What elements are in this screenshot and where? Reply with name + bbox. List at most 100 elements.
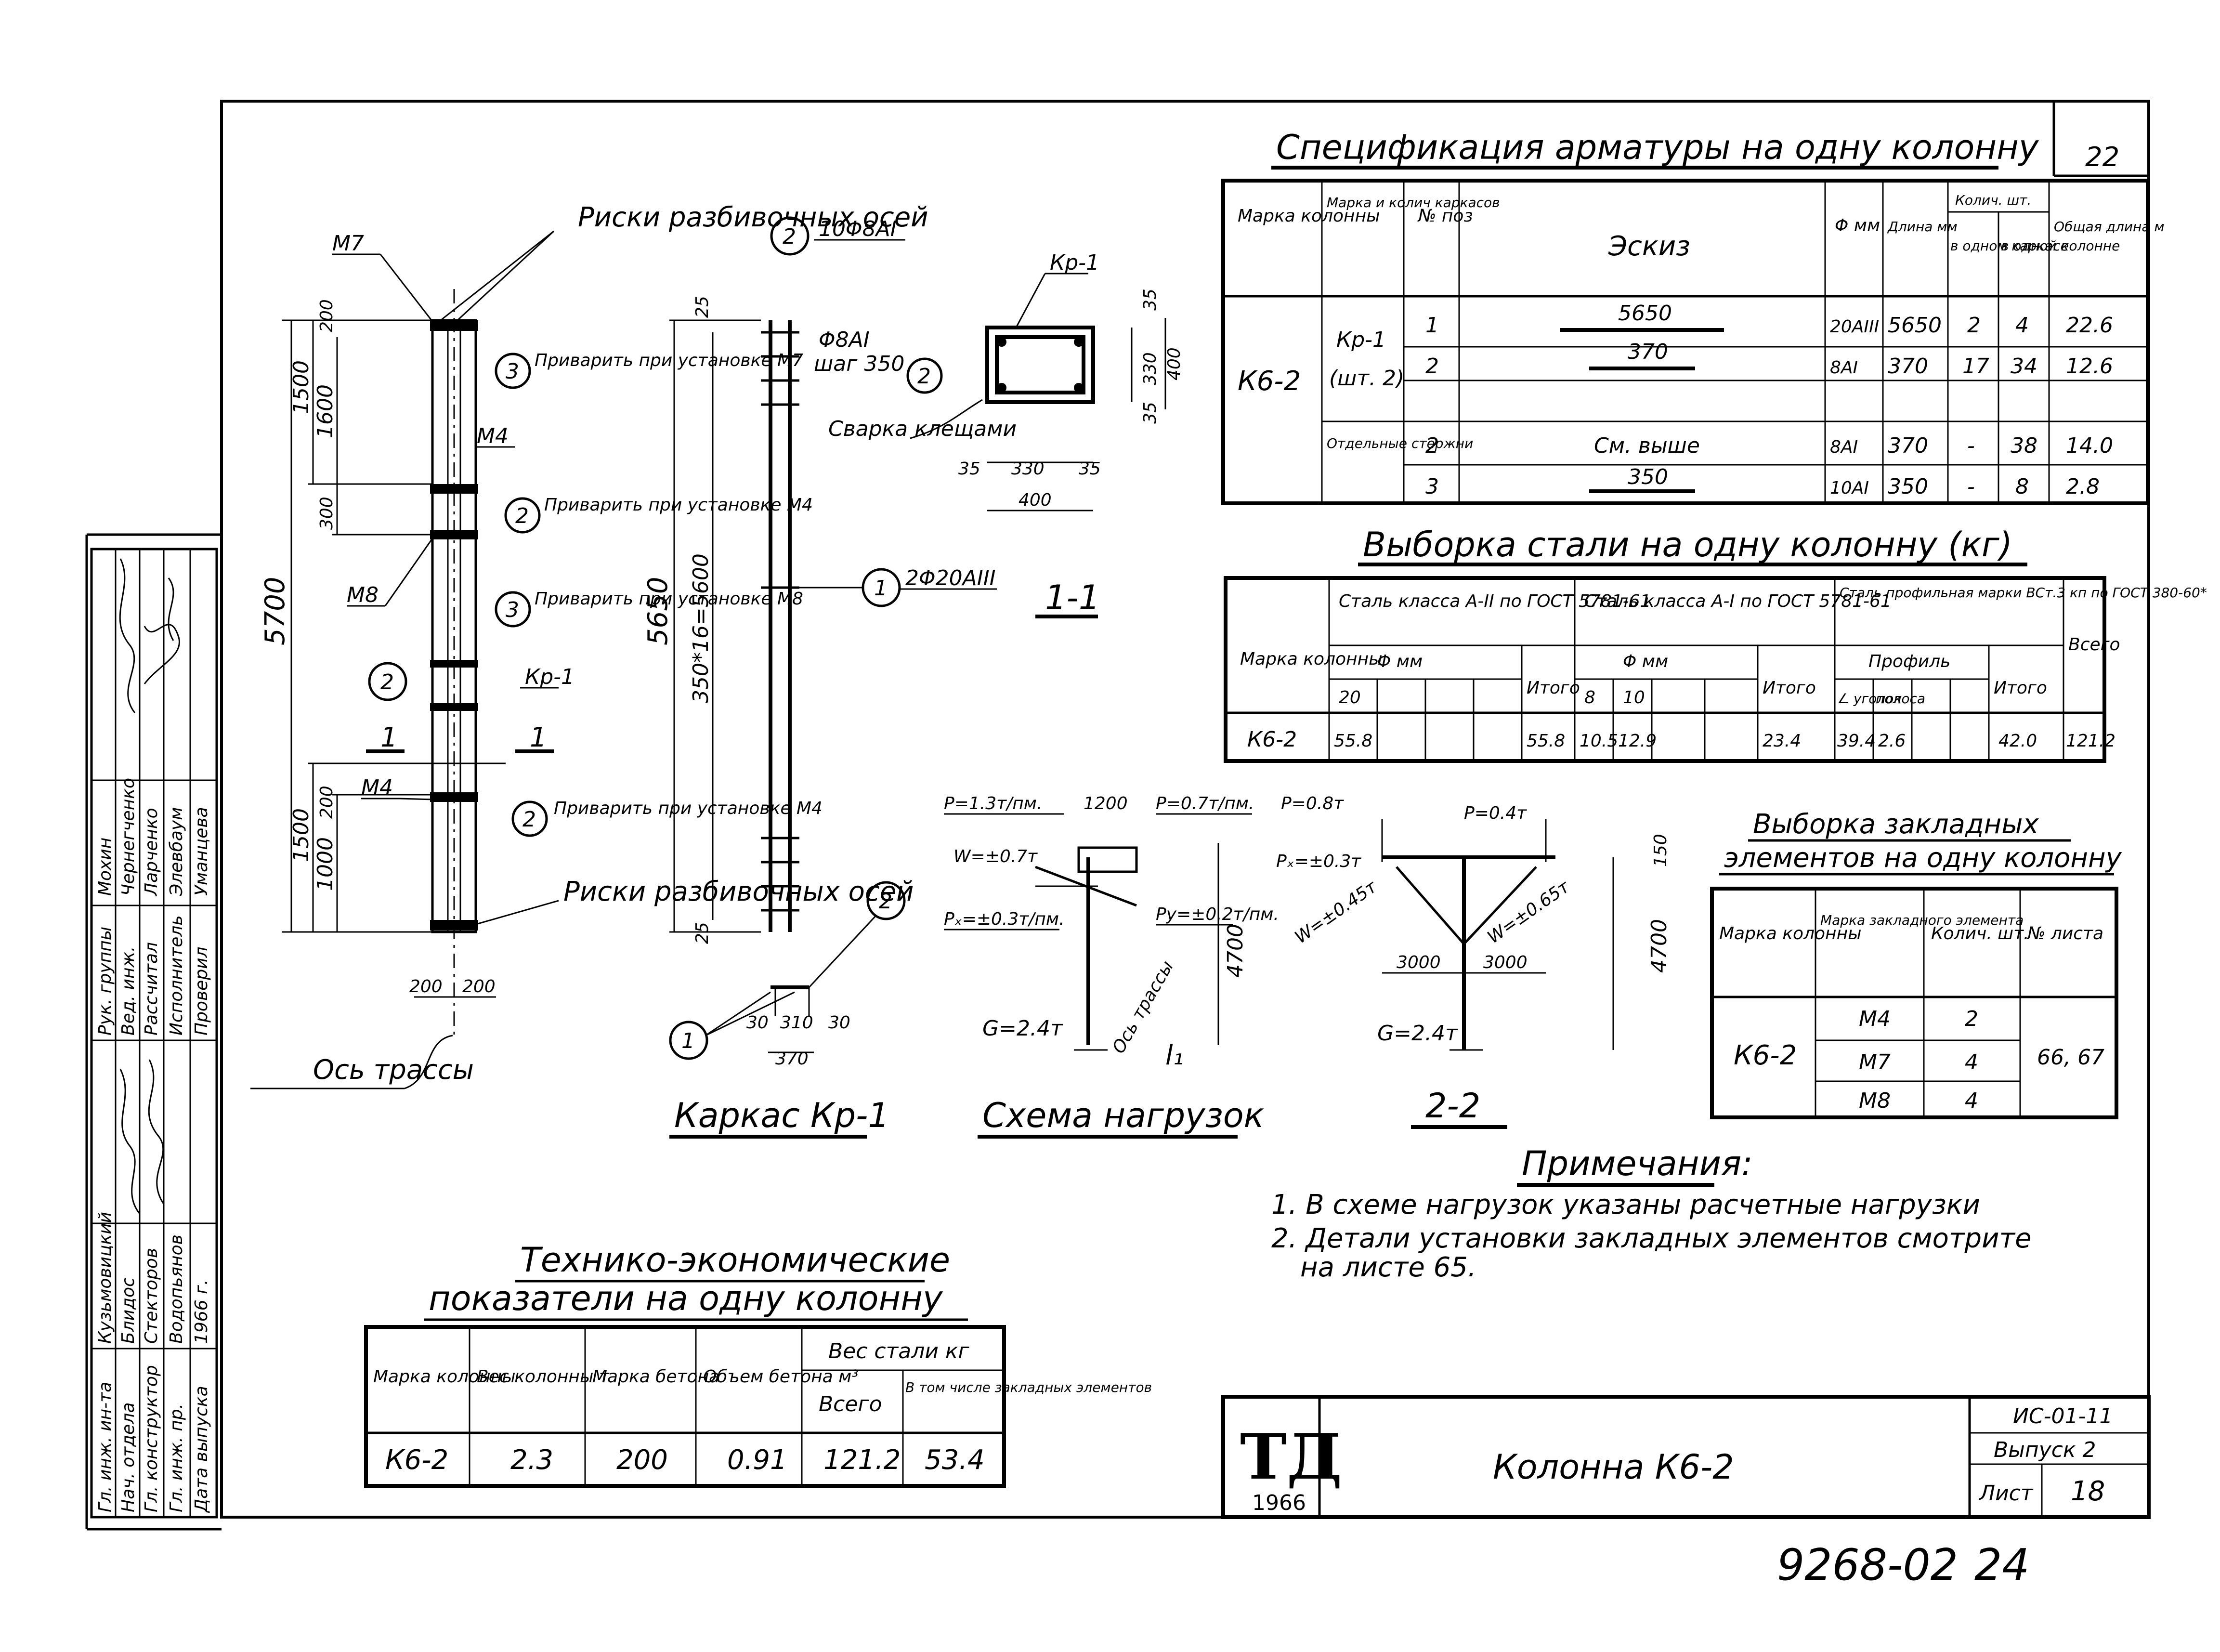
section-bar-br — [1074, 383, 1084, 393]
column-elevation: 5700 1500 1600 200 300 1500 1000 200 200… — [250, 202, 928, 1089]
label-m4-top: М4 — [477, 424, 509, 448]
embedded-table-outline — [1710, 887, 2118, 1119]
stamp-roles: Рук. группы Вед. инж. Рассчитал Исполнит… — [95, 915, 211, 1036]
steel-h-mark: Марка колонны — [1240, 649, 1383, 669]
svg-text:55.8: 55.8 — [1527, 731, 1565, 751]
detail-30a: 30 — [746, 1013, 769, 1033]
notes-title: Примечания: — [1522, 1144, 1753, 1183]
note-2b: на листе 65. — [1300, 1252, 1476, 1283]
embedded-h-sheet: № листа — [2026, 924, 2103, 944]
svg-text:8: 8 — [2015, 474, 2029, 499]
load-scheme: P=1.3т/пм. 1200 P=0.7т/пм. W=±0.7т Pₓ=±0… — [944, 794, 1279, 1139]
signature-4 — [119, 1069, 141, 1214]
callout-2-detail — [866, 881, 906, 920]
svg-text:55.8: 55.8 — [1334, 731, 1372, 751]
s22-p08: P=0.8т — [1281, 794, 1344, 813]
svg-text:2: 2 — [783, 224, 796, 249]
leader-m7 — [379, 254, 434, 323]
label-m4-bottom: М4 — [361, 775, 393, 800]
steel-table: Выборка стали на одну колонну (кг) Марка… — [1224, 525, 2207, 763]
callout-2a — [504, 497, 541, 534]
spec-row-data-4: 3 350 10АI 350 - 8 2.8 — [1425, 465, 2100, 499]
s22-w065: W=±0.65т — [1484, 877, 1574, 947]
title-block-year: 1966 — [1252, 1491, 1306, 1515]
steel-h-corner: ∠ уголок — [1837, 691, 1902, 707]
detail-370: 370 — [775, 1049, 809, 1069]
callout-3b — [495, 591, 531, 628]
title-block: ТД 1966 Колонна К6-2 ИС-01-11 Выпуск 2 Л… — [1221, 1395, 2151, 1519]
svg-text:10.5: 10.5 — [1580, 731, 1618, 751]
svg-text:2.3: 2.3 — [510, 1444, 553, 1476]
svg-text:1: 1 — [681, 1029, 695, 1053]
svg-text:4: 4 — [2015, 313, 2029, 338]
steel-h-total-p: Итого — [1994, 678, 2047, 698]
svg-text:2: 2 — [1965, 1007, 1978, 1031]
spec-column-mark: К6-2 — [1238, 366, 1301, 397]
spec-cage-qty: (шт. 2) — [1329, 366, 1404, 391]
svg-text:14.0: 14.0 — [2066, 433, 2113, 458]
leader-m8 — [384, 537, 434, 606]
callout-2b — [368, 662, 407, 701]
steel-h-profile-lbl: Профиль — [1868, 652, 1950, 671]
svg-text:2: 2 — [1425, 354, 1439, 379]
svg-text:Кузьмовицкий: Кузьмовицкий — [95, 1212, 115, 1344]
dim-5700: 5700 — [260, 577, 291, 645]
load-py02: Py=±0.2т/пм. — [1156, 905, 1279, 924]
section-kr1-leader — [1015, 273, 1046, 328]
weld-m4-bottom-note: Приварить при установке М4 — [554, 799, 823, 818]
tech-row-mark: К6-2 — [385, 1444, 448, 1476]
spec-row-data-2: 2 370 8АI 370 17 34 12.6 — [1425, 340, 2113, 379]
leader-m4b — [399, 798, 434, 800]
s22-brace-r — [1463, 866, 1537, 945]
steel-h-profile: Сталь профильная марки ВСт.3 кп по ГОСТ … — [1840, 585, 2207, 601]
s22-g24: G=2.4т — [1377, 1021, 1458, 1046]
steel-h-dia-a2: Φ мм — [1377, 652, 1423, 671]
dim-25-top: 25 — [692, 296, 712, 318]
svg-text:4: 4 — [1965, 1088, 1978, 1113]
steel-row-mark: К6-2 — [1247, 727, 1297, 752]
dim-width-200a: 200 — [409, 977, 443, 996]
tech-table-outline — [364, 1325, 1006, 1488]
steel-h-total-a1: Итого — [1763, 678, 1816, 698]
svg-text:42.0: 42.0 — [1998, 731, 2037, 751]
svg-text:М7: М7 — [1859, 1050, 1891, 1075]
svg-text:3: 3 — [1425, 474, 1439, 499]
spec-table-outline — [1221, 179, 2150, 505]
dim-1000: 1000 — [313, 837, 338, 891]
steel-h-cls2: Сталь класса А-II по ГОСТ 5781-61 — [1339, 591, 1651, 611]
steel-h-20: 20 — [1339, 688, 1361, 708]
title-block-logo: ТД — [1240, 1420, 1342, 1494]
svg-text:Рук. группы: Рук. группы — [95, 927, 115, 1036]
note-1: 1. В схеме нагрузок указаны расчетные на… — [1271, 1189, 1980, 1220]
frame-bar2-label: 10Φ8АI — [819, 217, 897, 241]
svg-text:1966 г.: 1966 г. — [192, 1280, 211, 1344]
embedded-m8 — [430, 530, 478, 539]
leader-risk-top-2 — [440, 230, 554, 321]
callout-2-step — [906, 357, 943, 394]
signature-2 — [119, 558, 136, 713]
s22-title: 2-2 — [1425, 1086, 1480, 1126]
section-35a: 35 — [958, 459, 980, 479]
tech-title-2: показатели на одну колонну — [429, 1279, 943, 1318]
load-p07: P=0.7т/пм. — [1156, 794, 1254, 813]
title-block-issue: Выпуск 2 — [1994, 1438, 2096, 1462]
title-block-sheet-label: Лист — [1978, 1481, 2034, 1506]
load-g24: G=2.4т — [982, 1016, 1063, 1041]
svg-text:34: 34 — [2011, 354, 2037, 379]
page-number: 22 — [2085, 142, 2119, 173]
dim-1500b: 1500 — [289, 808, 313, 862]
section-400v: 400 — [1164, 347, 1184, 380]
s22-3000b: 3000 — [1483, 953, 1528, 972]
spec-h-dia: Φ мм — [1835, 216, 1880, 236]
s22-3000a: 3000 — [1397, 953, 1441, 972]
spec-h-qty: Колич. шт. — [1955, 192, 2031, 208]
svg-text:Гл. конструктор: Гл. конструктор — [142, 1365, 161, 1512]
callout-2c — [511, 800, 548, 837]
svg-text:Уманцева: Уманцева — [192, 807, 211, 896]
spec-h-pos: № поз — [1417, 206, 1473, 226]
steel-h-total-a2: Итого — [1527, 678, 1580, 698]
spec-h-cage: Марка и колич каркасов — [1327, 195, 1500, 210]
dim-350x16: 350*16=5600 — [689, 553, 713, 703]
steel-title: Выборка стали на одну колонну (кг) — [1363, 525, 2012, 564]
embedded-h-qty: Колич. шт. — [1931, 924, 2029, 944]
